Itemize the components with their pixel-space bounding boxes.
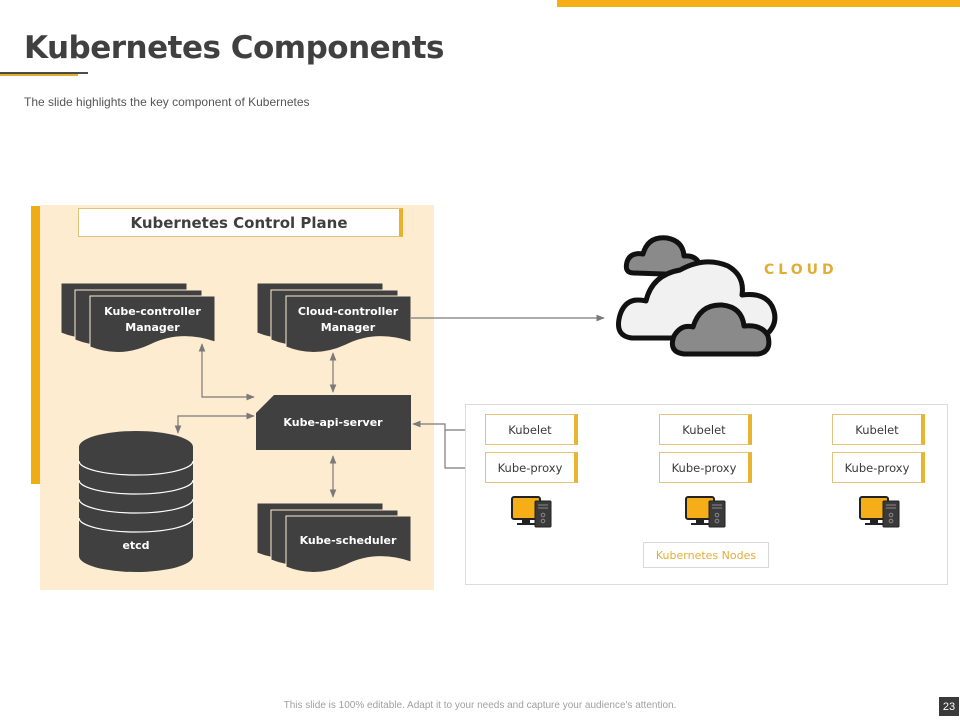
footer-note: This slide is 100% editable. Adapt it to… [283, 700, 677, 711]
node-1-kube-proxy: Kube-proxy [485, 452, 578, 483]
computer-icon [511, 496, 552, 528]
connector-api-nodes [412, 420, 483, 434]
ccm-label-line1: Cloud-controller [297, 305, 399, 318]
computer-icon [859, 496, 900, 528]
cloud-controller-manager-label: Cloud-controller Manager [292, 304, 404, 336]
node-1-kubelet: Kubelet [485, 414, 578, 445]
node-3-kubelet: Kubelet [832, 414, 925, 445]
title-underline-dark [0, 72, 88, 74]
ccm-label-line2: Manager [320, 321, 376, 334]
etcd-label: etcd [122, 539, 150, 552]
title-underline [0, 73, 78, 76]
top-accent-bar [557, 0, 960, 7]
node-2-kubelet: Kubelet [659, 414, 752, 445]
kcm-label-line2: Manager [125, 321, 180, 334]
kube-api-server-shape [256, 395, 411, 450]
computer-icon [685, 496, 726, 528]
slide-title: Kubernetes Components [24, 30, 445, 66]
connector-etcd-api [174, 412, 255, 434]
control-plane-title: Kubernetes Control Plane [78, 208, 403, 237]
connector-kcm-api [198, 343, 255, 401]
etcd-database-icon [78, 431, 194, 572]
kube-controller-manager-label: Kube-controller Manager [100, 304, 205, 336]
kube-scheduler-label: Kube-scheduler [299, 534, 397, 547]
slide-subtitle: The slide highlights the key component o… [24, 95, 310, 109]
page-number: 23 [939, 697, 959, 716]
kube-scheduler-shape [256, 502, 412, 573]
kcm-label-line1: Kube-controller [104, 305, 201, 318]
kube-api-server-label: Kube-api-server [283, 416, 383, 429]
cloud-controller-manager-shape [256, 282, 412, 353]
cloud-icon [616, 235, 778, 357]
cloud-label: CLOUD [764, 262, 838, 278]
connectors [174, 314, 605, 498]
node-2-kube-proxy: Kube-proxy [659, 452, 752, 483]
control-plane-accent-bar [31, 206, 40, 484]
kubernetes-nodes-label: Kubernetes Nodes [643, 542, 769, 568]
node-3-kube-proxy: Kube-proxy [832, 452, 925, 483]
kube-controller-manager-shape [60, 282, 216, 353]
